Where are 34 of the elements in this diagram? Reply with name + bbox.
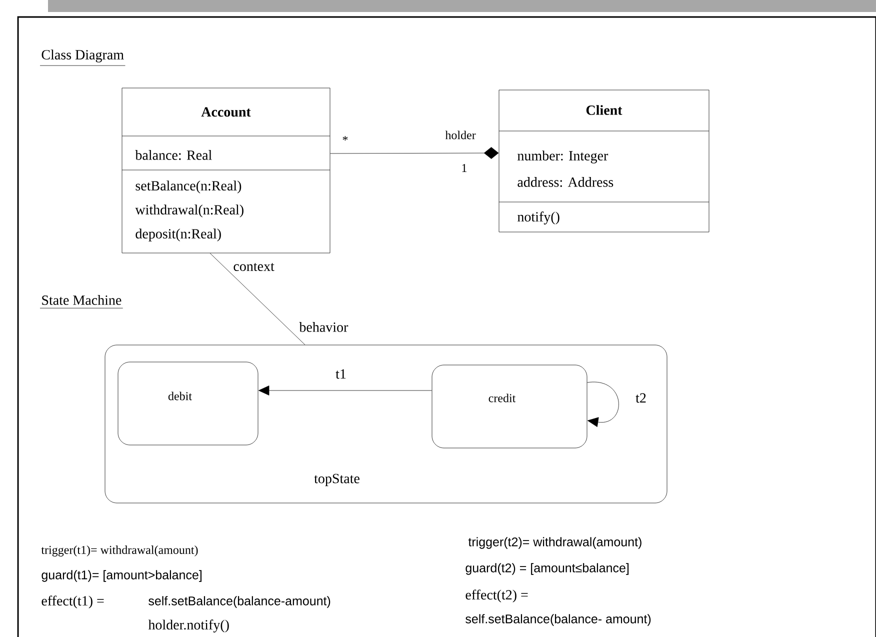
state-name: debit — [168, 392, 192, 400]
attribute-text: address: Address — [518, 177, 614, 187]
role-label: behavior — [299, 322, 348, 332]
attribute-text: balance: Real — [135, 150, 212, 160]
expression-text: holder.notify() — [148, 620, 229, 632]
expression-text: self.setBalance(balance-amount) — [148, 596, 330, 608]
operation-text: withdrawal(n:Real) — [135, 204, 244, 218]
class-name: Account — [201, 107, 251, 117]
expression-text: trigger(t2)= withdrawal(amount) — [468, 537, 642, 549]
role-label: holder — [445, 130, 476, 140]
role-label: context — [234, 262, 274, 271]
multiplicity-label: * — [342, 136, 348, 140]
attribute-text: number: Integer — [518, 150, 608, 164]
operation-text: setBalance(n:Real) — [136, 180, 242, 194]
association-line — [330, 147, 499, 159]
transition-arrow — [258, 386, 432, 396]
expression-text: self.setBalance(balance- amount) — [466, 614, 651, 626]
expression-text: trigger(t1)= withdrawal(amount) — [41, 546, 198, 556]
class-name: Client — [586, 105, 622, 115]
expression-text: guard(t2) = [amount≤balance] — [466, 563, 629, 575]
state-name: topState — [314, 474, 360, 486]
expression-text: effect(t2) = — [466, 590, 528, 602]
state-name: credit — [488, 394, 516, 402]
multiplicity-label: 1 — [462, 164, 466, 172]
edge-label: t2 — [634, 392, 648, 404]
section-heading: Class Diagram — [40, 50, 126, 66]
operation-text: notify() — [518, 212, 560, 224]
association-line — [210, 253, 306, 345]
operation-text: deposit(n:Real) — [136, 228, 221, 242]
self-transition-arrow — [587, 382, 619, 427]
expression-text: guard(t1)= [amount>balance] — [42, 570, 202, 582]
edge-label: t1 — [334, 368, 348, 380]
section-heading: State Machine — [40, 295, 124, 308]
expression-text: effect(t1) = — [42, 596, 104, 608]
